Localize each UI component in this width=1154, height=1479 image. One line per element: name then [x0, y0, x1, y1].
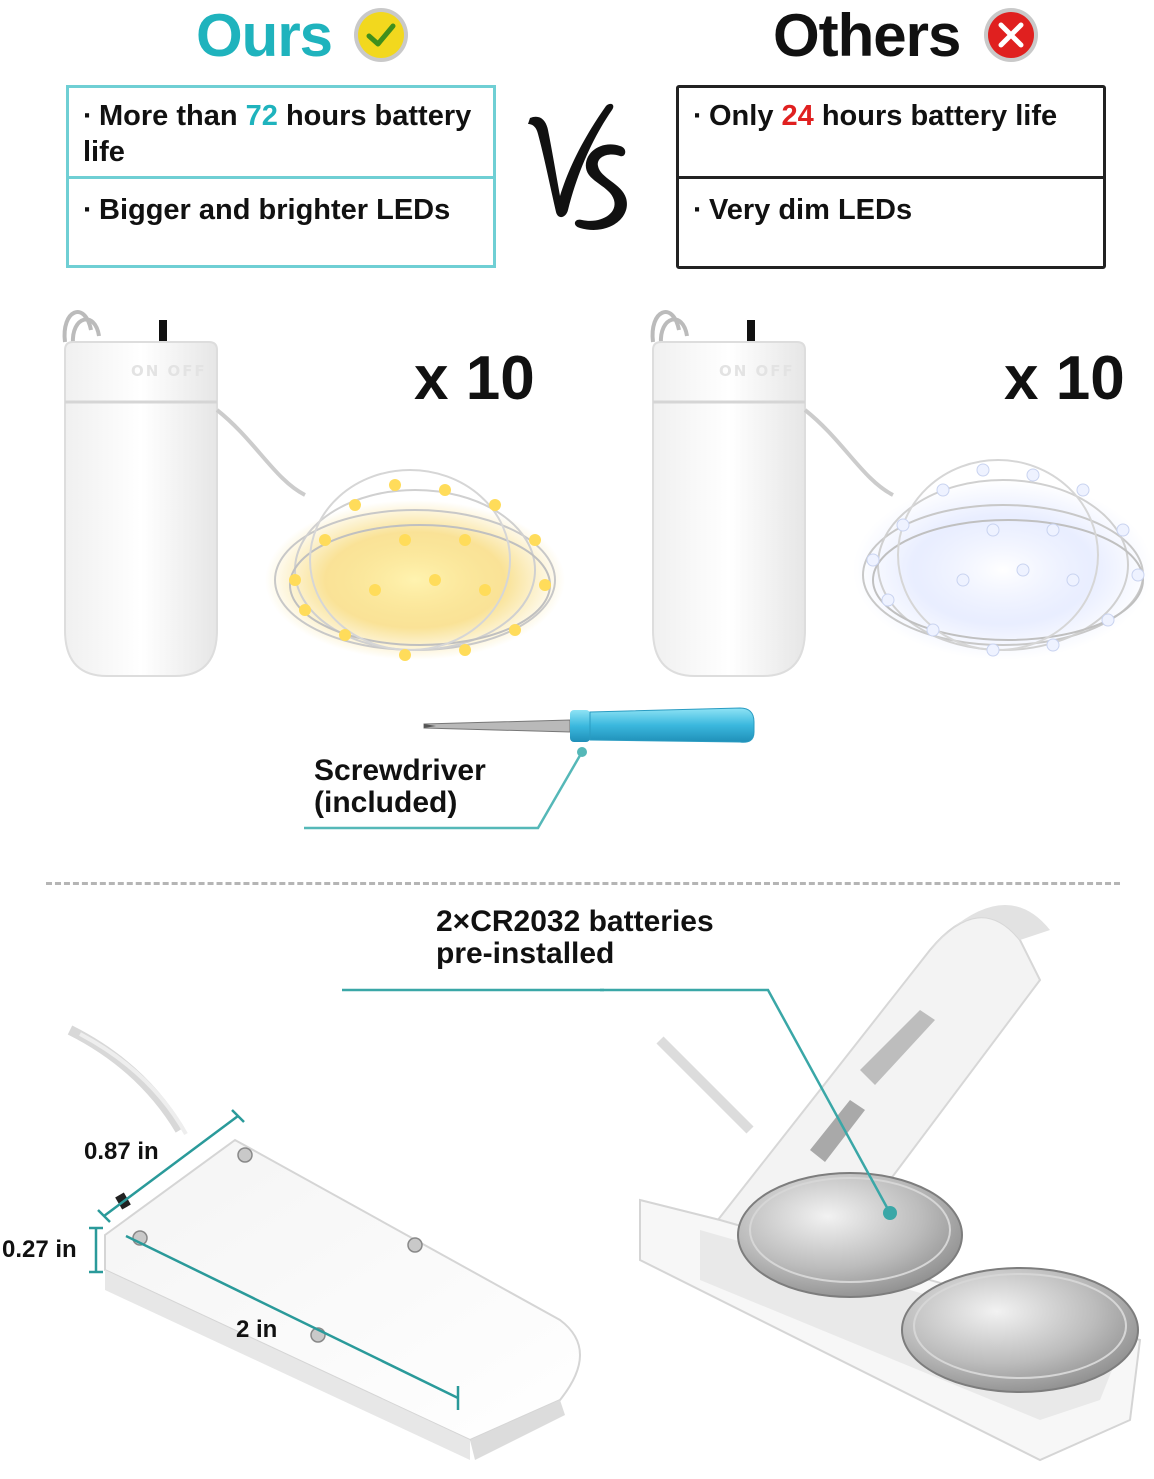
others-light-string-illustration — [650, 310, 1153, 677]
others-hours-highlight: 24 — [781, 100, 814, 132]
ours-light-string-illustration — [62, 310, 565, 677]
others-feature-battery: ·Only 24 hours battery life — [693, 100, 1058, 132]
ours-feature-leds: ·Bigger and brighter LEDs — [83, 194, 451, 226]
others-switch-label: ON OFF — [719, 362, 795, 380]
check-icon — [354, 8, 408, 62]
height-dimension: 0.27 in — [2, 1236, 77, 1263]
screwdriver-illustration — [304, 707, 755, 830]
battery-box-closed-illustration — [67, 1025, 581, 1460]
ours-switch-label: ON OFF — [131, 362, 207, 380]
cross-icon — [984, 8, 1038, 62]
others-features-box: ·Only 24 hours battery life ·Very dim LE… — [676, 85, 1106, 269]
batteries-label: 2×CR2032 batteries pre-installed — [436, 905, 714, 970]
width-dimension: 0.87 in — [84, 1138, 159, 1165]
battery-box-open-illustration — [600, 905, 1142, 1462]
others-count: x 10 — [1004, 344, 1125, 413]
ours-product-image: ON OFF — [55, 290, 565, 690]
ours-count: x 10 — [414, 344, 535, 413]
ours-feature-battery: ·More than 72 hours battery life — [83, 100, 472, 168]
others-feature-leds: ·Very dim LEDs — [693, 194, 913, 226]
length-dimension: 2 in — [236, 1316, 278, 1343]
ours-title: Ours — [196, 2, 333, 69]
vs-graphic: VS — [528, 103, 627, 230]
others-product-image: ON OFF — [643, 290, 1153, 690]
battery-callout-line — [342, 988, 604, 992]
box-divider — [679, 176, 1103, 179]
others-title: Others — [773, 2, 961, 69]
box-divider — [69, 176, 493, 179]
section-separator — [46, 882, 1120, 885]
screwdriver-label: Screwdriver (included) — [314, 754, 486, 819]
ours-hours-highlight: 72 — [245, 100, 278, 132]
ours-features-box: ·More than 72 hours battery life ·Bigger… — [66, 85, 496, 268]
